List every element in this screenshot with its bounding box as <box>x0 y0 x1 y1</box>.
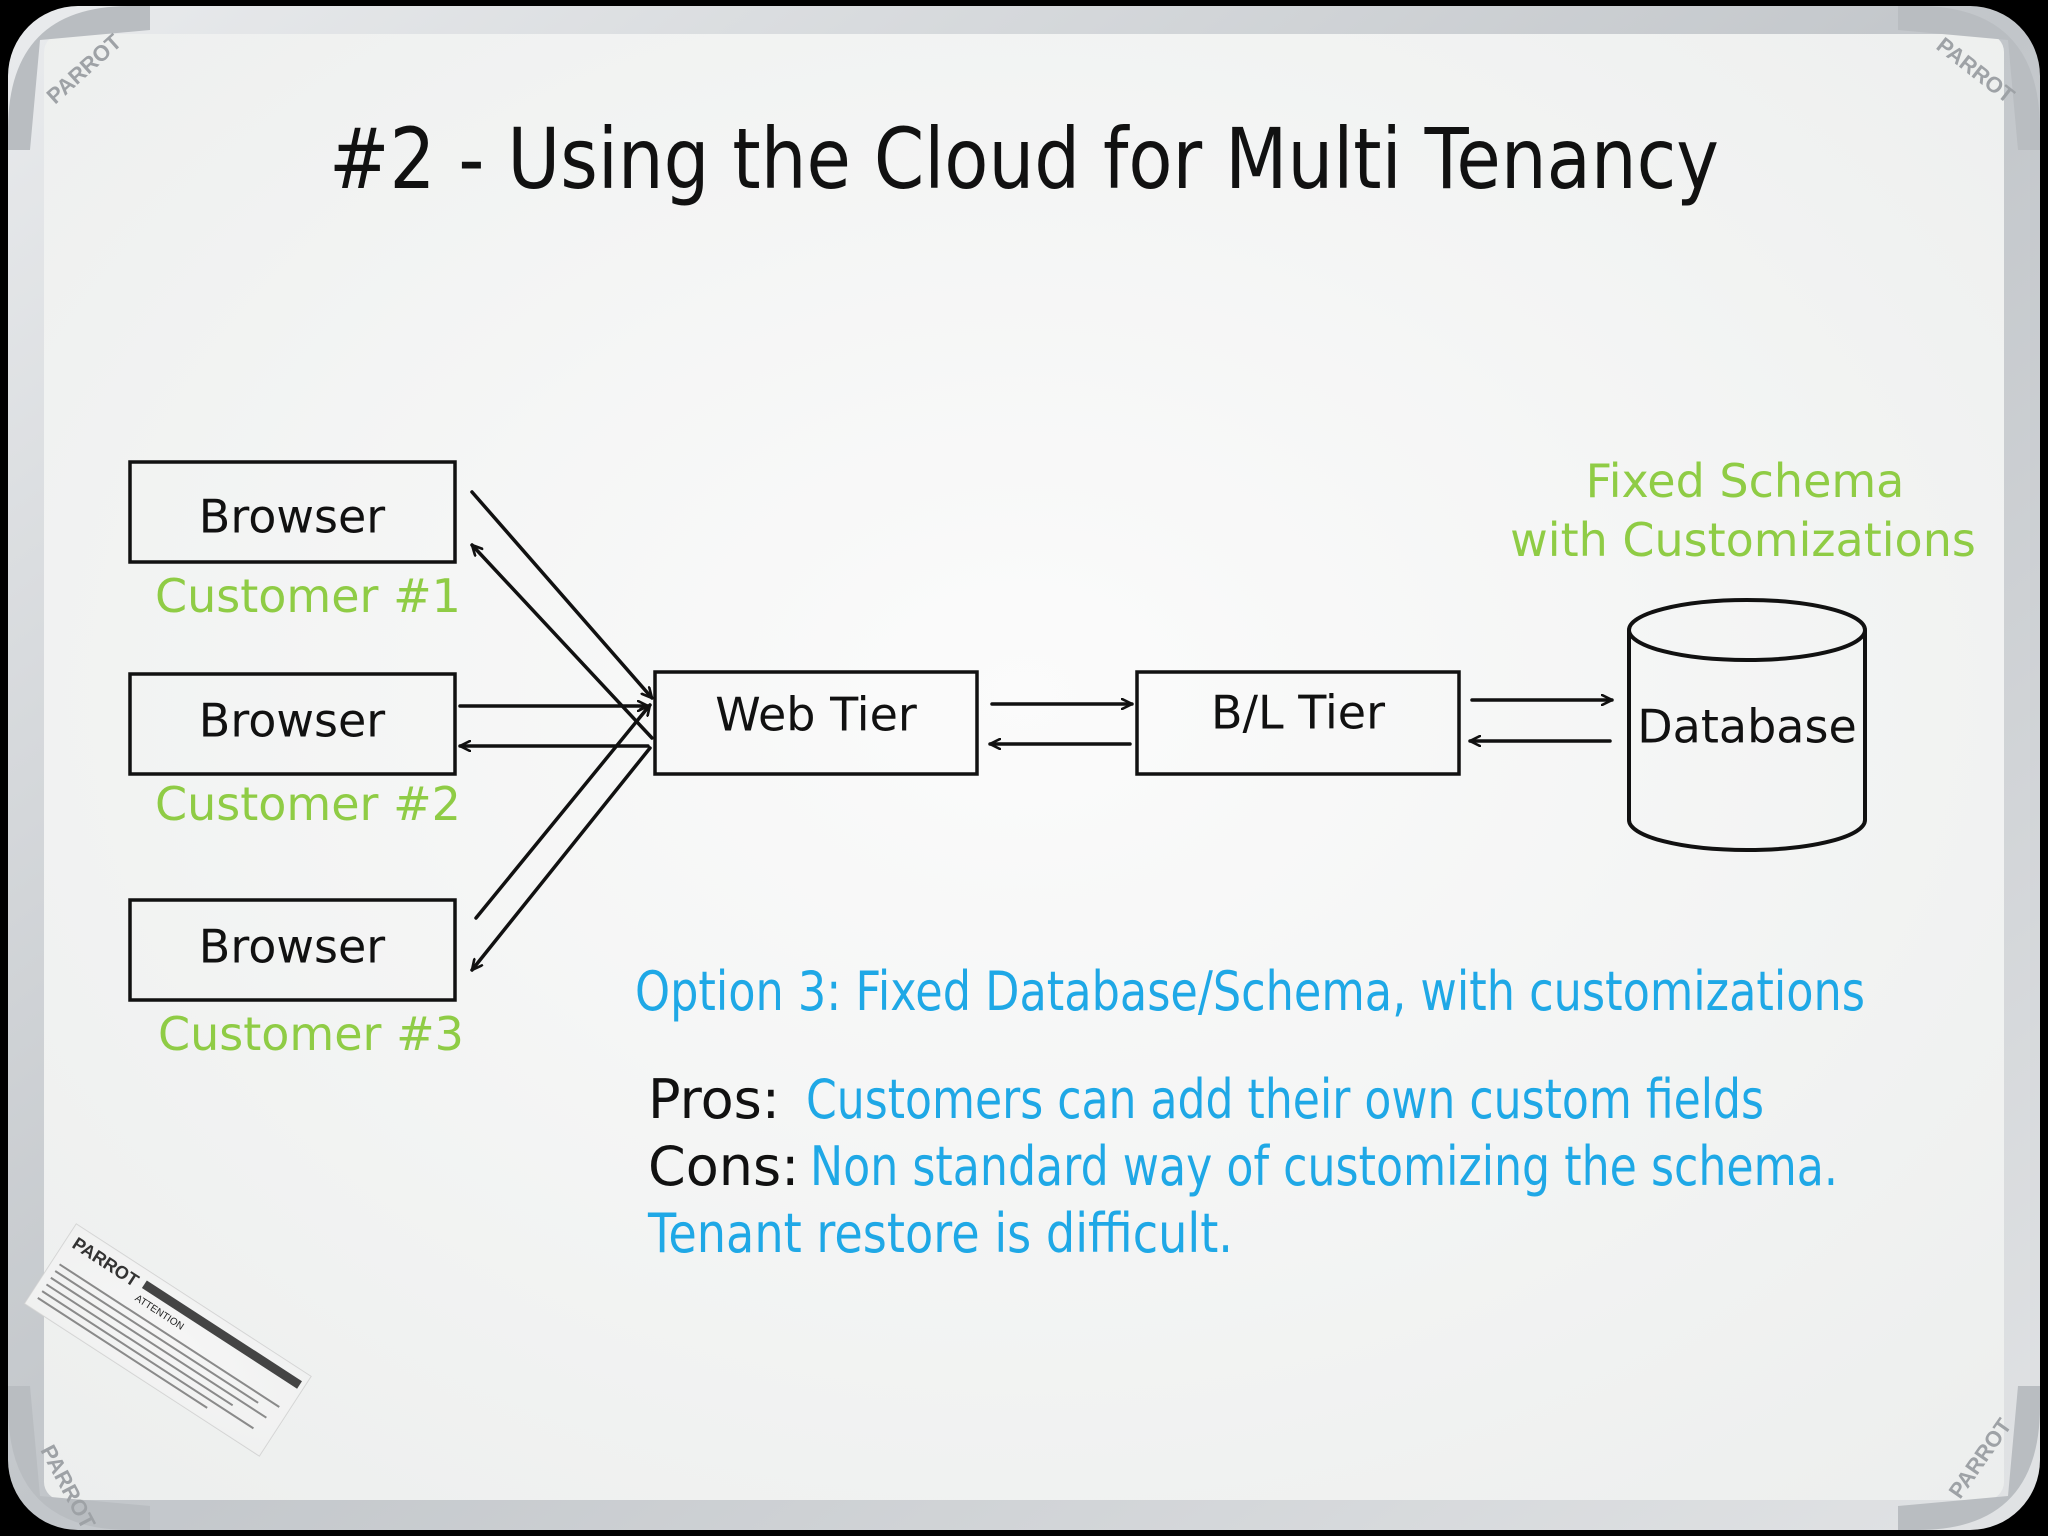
browser-box-1: Browser <box>128 460 457 564</box>
browser-label-1: Browser <box>199 490 385 544</box>
customer-label-2: Customer #2 <box>155 777 461 831</box>
board-surface <box>44 34 2004 1500</box>
arrow-browser1-to-web <box>470 490 652 698</box>
browser-box-3: Browser <box>128 898 457 1002</box>
pros-text: Customers can add their own custom field… <box>806 1068 1764 1131</box>
pros-label: Pros: <box>648 1068 780 1131</box>
schema-note-line-2: with Customizations <box>1510 513 1976 567</box>
web-tier-label: Web Tier <box>715 688 917 742</box>
database-cylinder <box>1627 598 1867 852</box>
web-tier-box: Web Tier <box>653 670 979 776</box>
browser-box-2: Browser <box>128 672 457 776</box>
cons-text: Non standard way of customizing the sche… <box>810 1135 1838 1198</box>
option-heading: Option 3: Fixed Database/Schema, with cu… <box>635 960 1865 1023</box>
connector-arrows <box>458 490 1614 970</box>
browser-label-2: Browser <box>199 694 385 748</box>
arrow-web-to-browser3 <box>472 746 652 970</box>
customer-label-1: Customer #1 <box>155 569 461 623</box>
frame-corners <box>8 6 2040 1530</box>
database-label: Database <box>1637 700 1857 754</box>
customer-label-3: Customer #3 <box>158 1007 464 1061</box>
cons-label: Cons: <box>648 1135 799 1198</box>
browser-label-3: Browser <box>199 920 385 974</box>
page-title: #2 - Using the Cloud for Multi Tenancy <box>329 110 1719 208</box>
schema-note-line-1: Fixed Schema <box>1586 454 1905 508</box>
bl-tier-box: B/L Tier <box>1135 670 1461 776</box>
cons-text-continued: Tenant restore is difficult. <box>647 1202 1233 1265</box>
bl-tier-label: B/L Tier <box>1211 686 1385 740</box>
arrow-browser3-to-web <box>474 705 650 920</box>
